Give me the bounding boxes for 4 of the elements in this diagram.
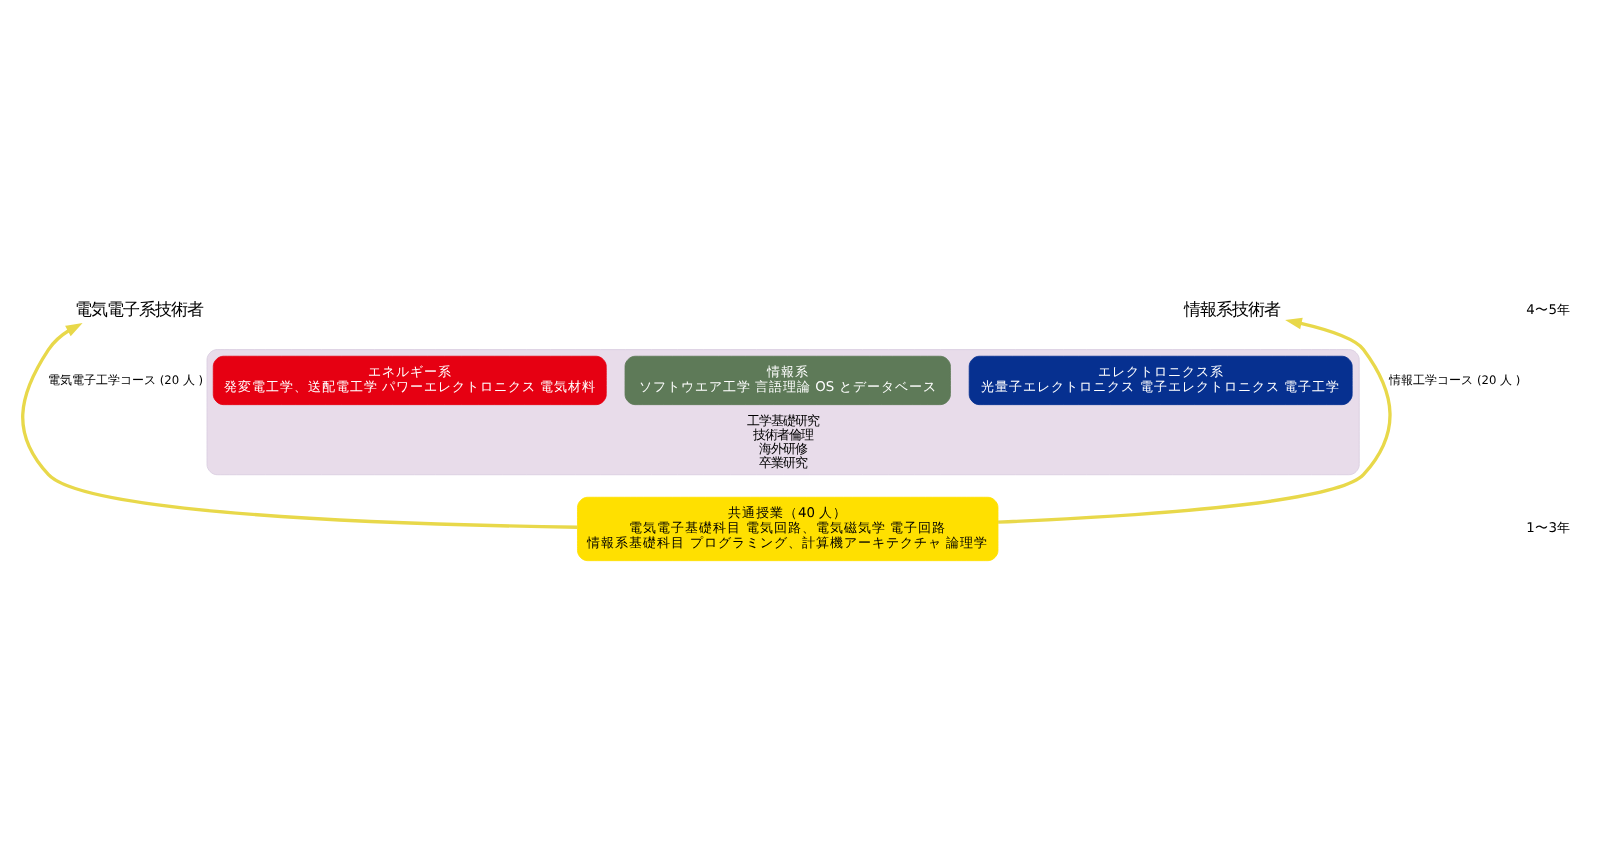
arrow: [997, 316, 1392, 523]
node-text: 情報系技術者: [1184, 297, 1281, 318]
node-text: 電気電子系技術者: [74, 297, 203, 318]
arrow: [21, 322, 578, 528]
